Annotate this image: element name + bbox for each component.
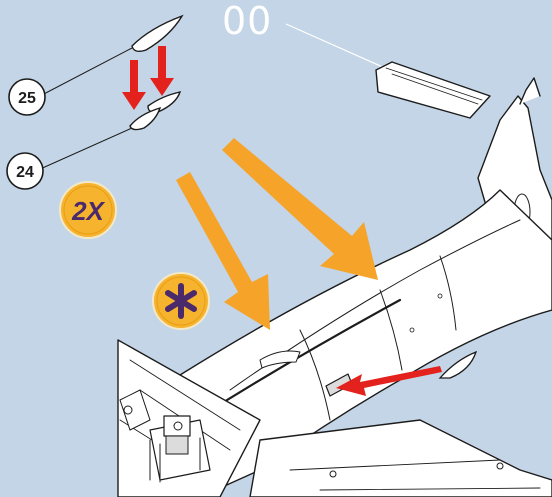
red-arrow-right	[150, 46, 174, 96]
quantity-badge-label: 2X	[71, 196, 105, 226]
red-arrow-left	[122, 60, 146, 110]
quantity-badge: 2X	[60, 182, 116, 238]
antenna-part-placed	[440, 352, 476, 378]
glue-asterisk-icon	[153, 273, 209, 329]
step-leader-line	[286, 24, 385, 68]
part-25-leader	[40, 48, 132, 96]
part-25-number: 25	[18, 90, 36, 107]
part-24-number: 24	[16, 164, 34, 181]
part-24-shape	[130, 108, 160, 130]
orange-arrow-right	[222, 138, 378, 280]
part-24-leader	[38, 128, 132, 170]
